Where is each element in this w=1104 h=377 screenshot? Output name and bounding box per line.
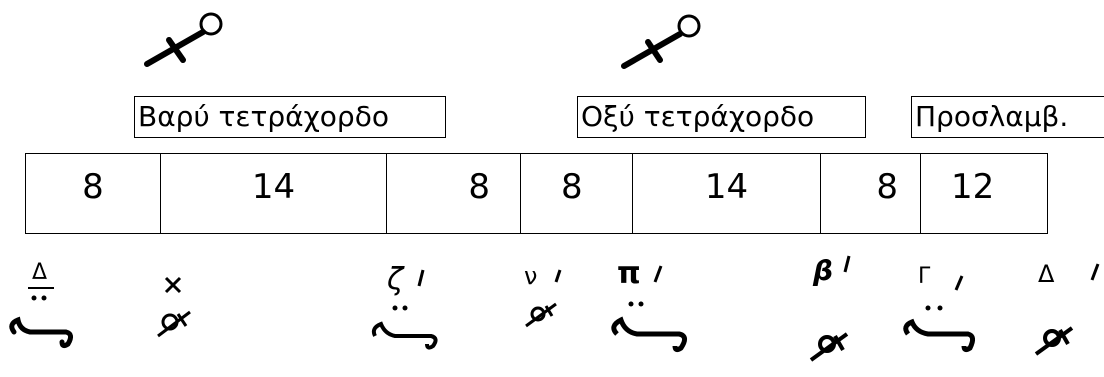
neume-letter: ν — [524, 262, 538, 290]
neume-ke — [150, 270, 200, 350]
neume-di-high: Δ — [1030, 256, 1104, 366]
interval-cell: 14 — [633, 154, 821, 233]
neume-pa: π — [605, 256, 705, 368]
diesis-fthora-icon — [621, 14, 701, 69]
neume-letter: Γ — [918, 264, 931, 289]
neume-zo: ζ — [365, 262, 455, 362]
neume-letter: Δ — [1038, 260, 1055, 288]
interval-cell: 8 — [26, 154, 161, 233]
interval-cell: 8 — [521, 154, 633, 233]
interval-table: 8 14 8 8 14 8 12 — [25, 153, 1048, 234]
interval-cell: 8 — [821, 154, 921, 233]
label-proslamvanomenos: Προσλαμβ. — [911, 96, 1104, 138]
label-low-tetrachord: Βαρύ τετράχορδο — [134, 96, 446, 138]
neume-ga: Γ — [898, 262, 988, 370]
neume-vou: β — [805, 250, 865, 370]
interval-cell: 8 — [387, 154, 521, 233]
neume-letter: π — [617, 256, 641, 291]
interval-cell: 12 — [951, 167, 995, 207]
diesis-fthora-icon — [144, 12, 223, 67]
neume-letter: β — [813, 254, 834, 287]
neume-letter: Δ — [32, 260, 48, 285]
interval-cell: 14 — [161, 154, 387, 233]
neume-ni: ν — [520, 262, 580, 342]
label-high-tetrachord: Οξύ τετράχορδο — [577, 96, 866, 138]
neume-letter: ζ — [387, 262, 404, 297]
neume-di: Δ — [0, 258, 80, 370]
